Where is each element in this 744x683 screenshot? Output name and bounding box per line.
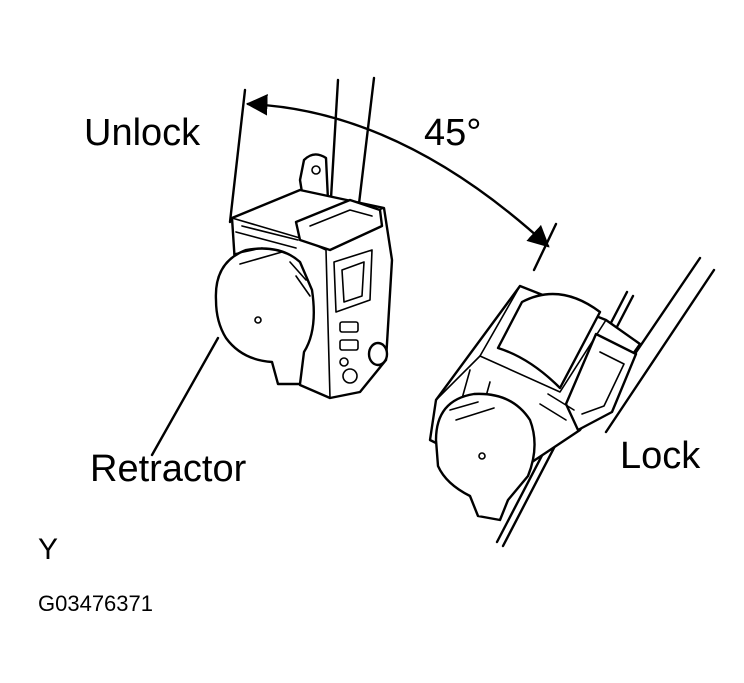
unlock-reference-line — [228, 88, 247, 224]
y-label: Y — [38, 533, 59, 566]
retractor-lock-position — [428, 256, 716, 548]
lock-reference-line — [532, 222, 558, 272]
retractor-unlock-position — [214, 76, 394, 400]
retractor-leader-line — [150, 336, 220, 457]
angle-arc-arrow — [245, 93, 550, 248]
unlock-label: Unlock — [84, 112, 201, 154]
figure-code: G03476371 — [38, 591, 153, 616]
angle-label: 45° — [424, 112, 482, 154]
retractor-label: Retractor — [90, 448, 247, 490]
lock-label: Lock — [620, 435, 701, 477]
